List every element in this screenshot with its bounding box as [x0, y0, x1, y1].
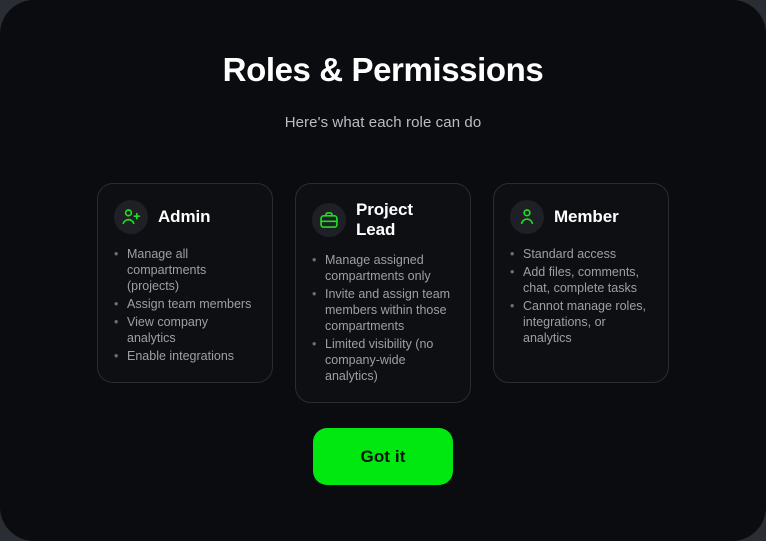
role-permission-list: Standard access Add files, comments, cha…	[510, 246, 654, 346]
list-item: Manage all compartments (projects)	[114, 246, 258, 294]
role-card-title: Admin	[158, 207, 211, 226]
role-card-header: Member	[510, 200, 654, 234]
role-card-header: Admin	[114, 200, 258, 234]
role-card-title: Member	[554, 207, 619, 226]
role-card-list: Admin Manage all compartments (projects)…	[97, 183, 669, 403]
page-title: Roles & Permissions	[222, 51, 544, 88]
modal-footer: Got it	[0, 428, 766, 485]
list-item: Standard access	[510, 246, 654, 262]
role-card-project-lead: Project Lead Manage assigned compartment…	[295, 183, 471, 403]
list-item: Enable integrations	[114, 348, 258, 364]
list-item: Limited visibility (no company-wide anal…	[312, 336, 456, 384]
role-card-admin: Admin Manage all compartments (projects)…	[97, 183, 273, 383]
user-icon	[510, 200, 544, 234]
briefcase-icon	[312, 203, 346, 237]
list-item: Invite and assign team members within th…	[312, 286, 456, 334]
modal-header: Roles & Permissions Here's what each rol…	[0, 0, 766, 131]
list-item: View company analytics	[114, 314, 258, 346]
page-subtitle: Here's what each role can do	[284, 114, 482, 132]
role-card-title: Project Lead	[356, 200, 413, 239]
role-card-header: Project Lead	[312, 200, 456, 240]
list-item: Add files, comments, chat, complete task…	[510, 264, 654, 296]
list-item: Manage assigned compartments only	[312, 252, 456, 284]
role-permission-list: Manage assigned compartments only Invite…	[312, 252, 456, 384]
list-item: Cannot manage roles, integrations, or an…	[510, 298, 654, 346]
got-it-button[interactable]: Got it	[313, 428, 453, 485]
list-item: Assign team members	[114, 296, 258, 312]
role-card-member: Member Standard access Add files, commen…	[493, 183, 669, 383]
user-plus-icon	[114, 200, 148, 234]
role-permission-list: Manage all compartments (projects) Assig…	[114, 246, 258, 364]
